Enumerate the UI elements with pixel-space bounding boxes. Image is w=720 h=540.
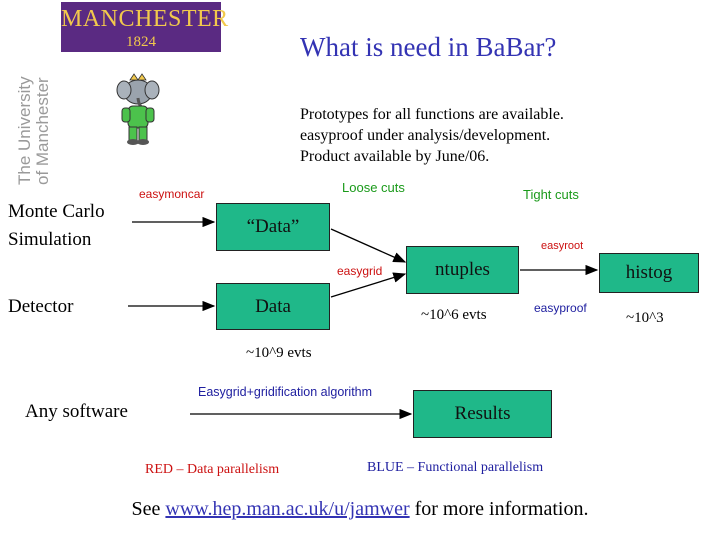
footer-prefix: See [131,498,161,520]
histog-count: ~10^3 [626,310,664,326]
status-line: easyproof under analysis/development. [300,127,551,144]
easymoncar-label: easymoncar [139,187,205,201]
results-box: Results [413,390,552,438]
histog-box: histog [599,253,699,293]
footer-suffix: for more information. [414,498,589,520]
mc-data-box: “Data” [216,203,330,251]
university-side-text: The University of Manchester [14,55,54,190]
arrow-mcdata-to-ntuples [330,228,407,263]
slide-title: What is need in BaBar? [300,32,557,62]
data-event-count: ~10^9 evts [246,345,312,361]
tight-cuts-label: Tight cuts [523,187,579,202]
any-software-label: Any software [25,401,128,422]
monte-carlo-label: Monte Carlo [8,201,105,222]
legend-functional-parallelism: BLUE – Functional parallelism [367,460,544,475]
algorithm-label: Easygrid+gridification algorithm [198,385,373,399]
ntuples-event-count: ~10^6 evts [421,307,487,323]
legend-data-parallelism: RED – Data parallelism [145,462,280,477]
status-line: Product available by June/06. [300,148,490,165]
detector-data-box: Data [216,283,330,330]
side-text-svg: The University of Manchester [15,76,52,185]
footer-note: See www.hep.man.ac.uk/u/jamwer for more … [0,498,720,521]
ntuples-box: ntuples [406,246,519,294]
logo-year: 1824 [126,34,156,50]
detector-label: Detector [8,296,74,317]
logo-name: MANCHESTER [61,6,229,32]
status-notes: Prototypes for all functions are availab… [300,104,564,167]
loose-cuts-label: Loose cuts [342,180,405,195]
status-line: Prototypes for all functions are availab… [300,106,564,123]
easyproof-label: easyproof [534,301,587,315]
university-logo: MANCHESTER 1824 [61,2,229,52]
footer-link[interactable]: www.hep.man.ac.uk/u/jamwer [165,498,410,520]
side-text-line1: The University [15,76,34,185]
side-text-line2: of Manchester [33,77,52,185]
easygrid-label: easygrid [337,264,383,278]
babar-elephant-icon [116,73,160,145]
easyroot-label: easyroot [541,240,584,252]
simulation-label: Simulation [8,229,92,250]
